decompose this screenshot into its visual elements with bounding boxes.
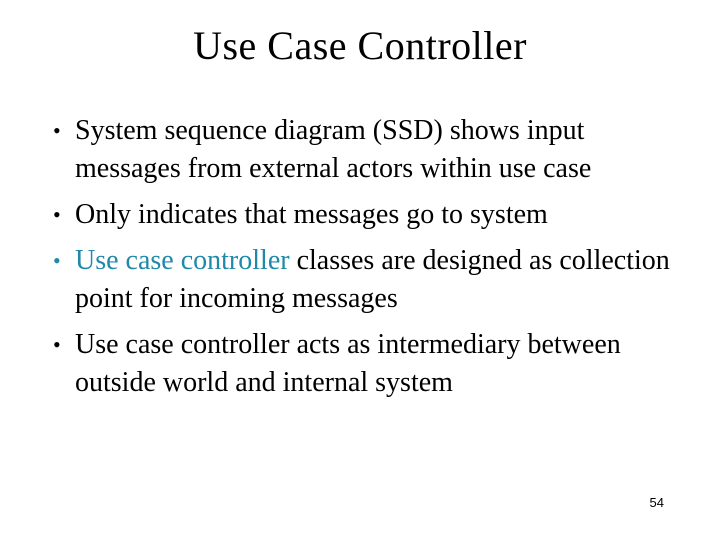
- bullet-text-segment: Only indicates that messages go to syste…: [75, 199, 548, 230]
- bullet-text: System sequence diagram (SSD) shows inpu…: [75, 112, 675, 188]
- bullet-item-1: • System sequence diagram (SSD) shows in…: [45, 112, 675, 188]
- bullet-marker: •: [53, 248, 61, 273]
- bullet-text-segment: classes are designed as collection point…: [75, 245, 670, 314]
- bullet-marker: •: [53, 118, 61, 143]
- bullet-text-segment: Use case controller acts as intermediary…: [75, 329, 621, 398]
- bullet-marker: •: [53, 332, 61, 357]
- bullet-text-segment: System sequence diagram (SSD) shows inpu…: [75, 115, 592, 184]
- bullet-list: • System sequence diagram (SSD) shows in…: [45, 112, 675, 410]
- bullet-marker: •: [53, 202, 61, 227]
- bullet-item-2: • Only indicates that messages go to sys…: [45, 196, 675, 234]
- bullet-text: Use case controller classes are designed…: [75, 242, 675, 318]
- bullet-text-segment-highlighted: Use case controller: [75, 245, 290, 276]
- bullet-item-3: • Use case controller classes are design…: [45, 242, 675, 318]
- bullet-text: Use case controller acts as intermediary…: [75, 326, 675, 402]
- page-number: 54: [649, 495, 664, 510]
- bullet-item-4: • Use case controller acts as intermedia…: [45, 326, 675, 402]
- bullet-text: Only indicates that messages go to syste…: [75, 196, 675, 234]
- slide-title: Use Case Controller: [193, 23, 527, 68]
